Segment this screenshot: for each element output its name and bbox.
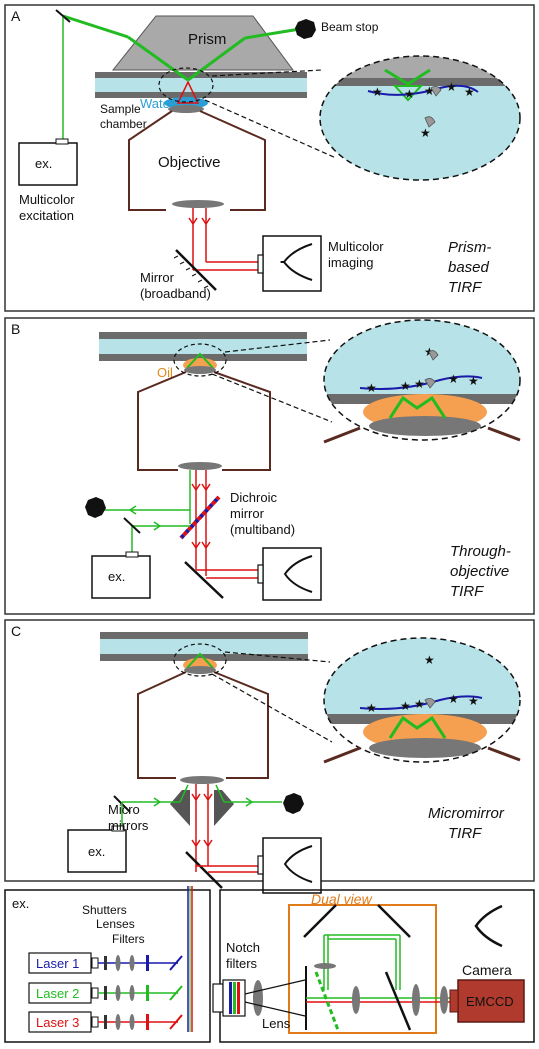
method-b-1: Through-	[450, 543, 511, 560]
top-slide	[95, 72, 307, 78]
notch-label-1: Notch	[226, 940, 260, 955]
detection-box: Dual view Notch filters Lens Camera	[212, 889, 535, 1043]
multicolor-imaging-2: imaging	[328, 255, 374, 270]
svg-text:★: ★	[400, 379, 411, 393]
oil-label-b: Oil	[157, 365, 173, 380]
dna-strand	[367, 84, 479, 96]
micromirror-left	[170, 790, 190, 826]
svg-text:★: ★	[468, 694, 479, 708]
lens-label: Lens	[262, 1016, 291, 1031]
laser-1-label: Laser 1	[36, 956, 79, 971]
multicolor-imaging-1: Multicolor	[328, 239, 384, 254]
svg-text:★: ★	[420, 126, 431, 140]
dual-view-label: Dual view	[311, 891, 373, 907]
emccd-label: EMCCD	[466, 994, 514, 1009]
laser-3-label: Laser 3	[36, 1015, 79, 1030]
ex-box-a	[18, 142, 78, 186]
lenses-label: Lenses	[96, 917, 135, 931]
bottom-slide	[95, 92, 307, 98]
filters-label: Filters	[112, 932, 145, 946]
laser-2	[28, 982, 92, 1004]
broadband-mirror	[175, 249, 217, 291]
prism-label: Prism	[188, 31, 226, 48]
sample-chamber-label-2: chamber	[100, 117, 147, 131]
dual-view-box	[288, 904, 437, 1034]
water-label: Water	[140, 96, 175, 111]
laser-1	[28, 952, 92, 974]
panel-a: A Prism Beam stop Objective	[4, 4, 535, 312]
objective-tube-lens	[172, 200, 224, 208]
panel-c-letter: C	[11, 623, 21, 639]
shutters-label: Shutters	[82, 903, 127, 917]
objective-label: Objective	[158, 154, 221, 171]
notch-label-2: filters	[226, 956, 258, 971]
ex-label-b: ex.	[108, 569, 125, 584]
svg-text:★: ★	[366, 701, 377, 715]
objective-top-lens	[168, 105, 204, 113]
mirror-label-2: (broadband)	[140, 286, 211, 301]
svg-text:★: ★	[400, 699, 411, 713]
svg-text:★: ★	[468, 374, 479, 388]
svg-text:★: ★	[448, 692, 459, 706]
laser-box: ex. Shutters Lenses Filters Laser 1 Lase…	[4, 886, 211, 1043]
laser-box-ex: ex.	[12, 896, 29, 911]
prism	[111, 15, 294, 71]
panel-b-frame	[4, 317, 535, 615]
svg-text:★: ★	[366, 381, 377, 395]
micro-label-1: Micro	[108, 802, 140, 817]
method-c-2: TIRF	[448, 825, 482, 842]
ex-box-c	[67, 829, 127, 873]
method-b-3: TIRF	[450, 583, 484, 600]
dichroic-label-3: (multiband)	[230, 522, 295, 537]
eye-icon	[280, 243, 313, 281]
multicolor-excitation-1: Multicolor	[19, 192, 75, 207]
method-c-1: Micromirror	[428, 805, 505, 822]
method-a-3: TIRF	[448, 279, 482, 296]
svg-text:★: ★	[448, 372, 459, 386]
beam-stop-b	[85, 497, 106, 518]
svg-text:★: ★	[424, 653, 435, 667]
camera-a	[262, 235, 322, 292]
ex-label-a: ex.	[35, 156, 52, 171]
panel-b-letter: B	[11, 321, 20, 337]
laser-2-label: Laser 2	[36, 986, 79, 1001]
svg-text:★: ★	[464, 85, 475, 99]
zoom-b	[323, 319, 521, 441]
svg-text:★: ★	[372, 85, 383, 99]
ex-label-c: ex.	[88, 844, 105, 859]
svg-text:★: ★	[414, 377, 425, 391]
zoom-c	[323, 637, 521, 763]
beam-stop-icon	[295, 19, 316, 39]
panel-a-letter: A	[11, 8, 21, 24]
sample-chamber-water	[95, 78, 307, 92]
zoom-a	[319, 55, 521, 181]
micromirror-right	[214, 790, 234, 826]
method-b-2: objective	[450, 563, 509, 580]
svg-text:★: ★	[424, 84, 435, 98]
svg-text:★: ★	[414, 697, 425, 711]
dichroic-label-1: Dichroic	[230, 490, 277, 505]
sample-chamber-label-1: Sample	[100, 102, 141, 116]
beam-stop-label: Beam stop	[321, 20, 379, 34]
panel-b: B Oil ex. Dichroic	[4, 317, 535, 615]
method-a-1: Prism-	[448, 239, 491, 256]
ex-box-b	[91, 555, 151, 599]
multicolor-excitation-2: excitation	[19, 208, 74, 223]
method-a-2: based	[448, 259, 490, 276]
micro-label-2: mirrors	[108, 818, 149, 833]
dichroic-label-2: mirror	[230, 506, 265, 521]
objective-body	[128, 110, 173, 211]
svg-text:★: ★	[404, 87, 415, 101]
laser-3	[28, 1011, 92, 1033]
mirror-label-1: Mirror	[140, 270, 175, 285]
panel-c: C ex. Micro mirrors	[4, 619, 535, 894]
camera-label: Camera	[462, 962, 512, 978]
dichroic-mirror	[179, 495, 221, 540]
svg-text:★: ★	[446, 80, 457, 94]
panel-a-frame	[4, 4, 535, 312]
